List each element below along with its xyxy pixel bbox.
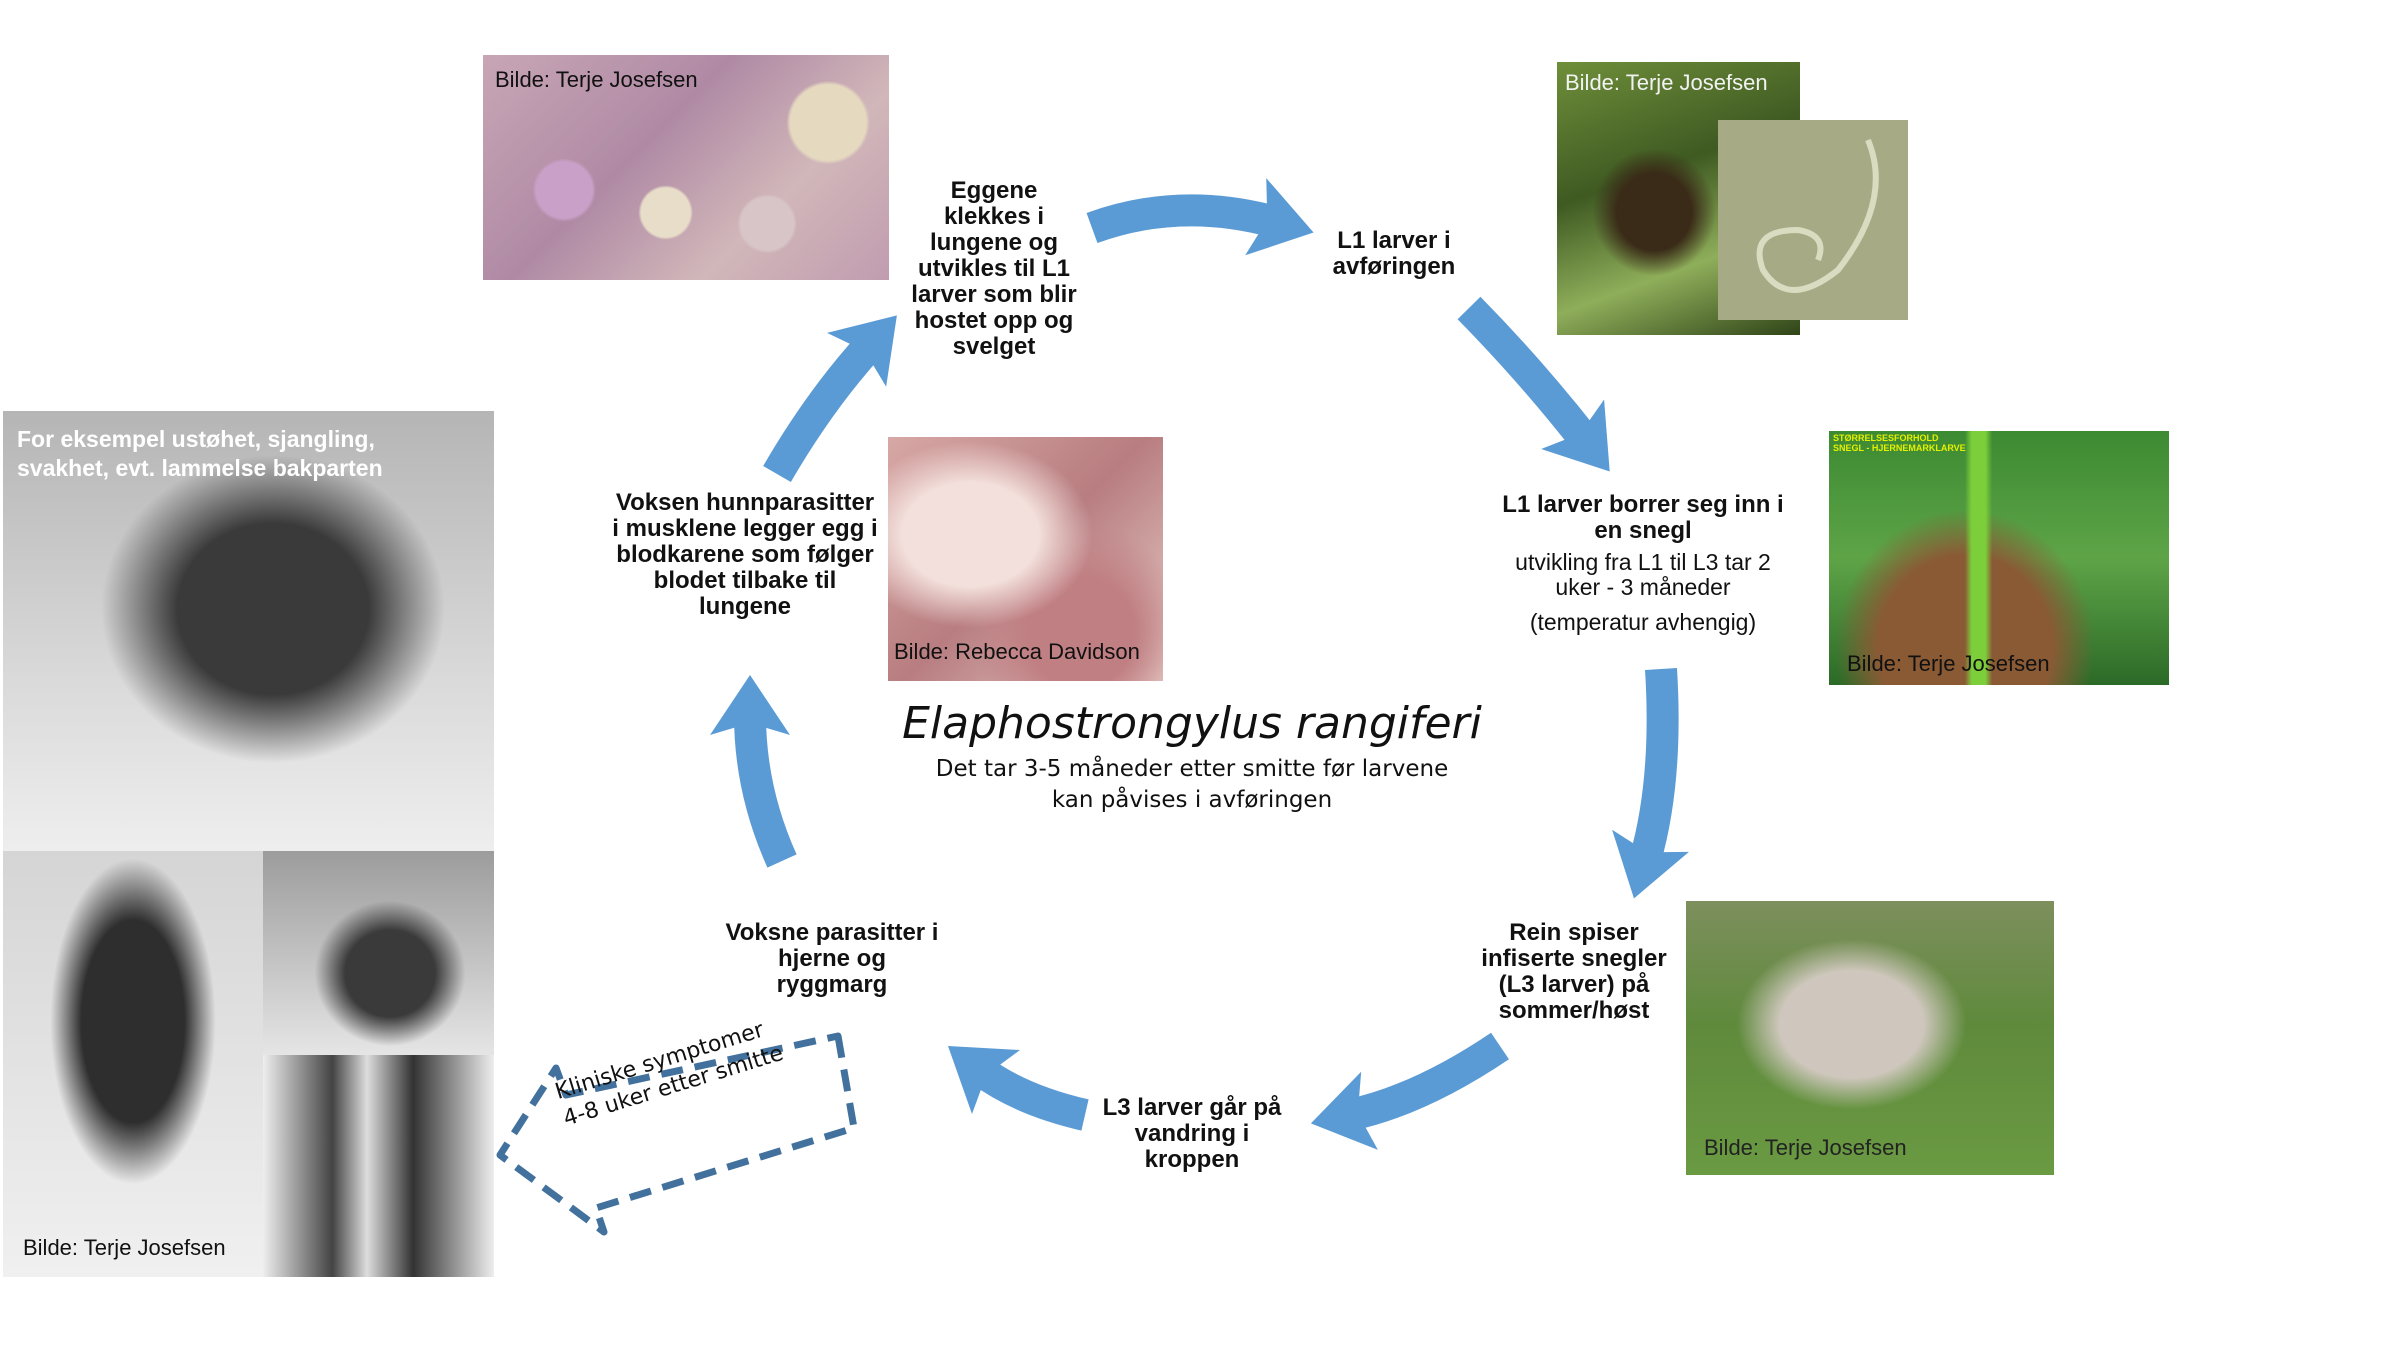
step-adults-brain: Voksne parasitter i hjerne og ryggmarg — [725, 919, 939, 998]
snail-size-label: STØRRELSESFORHOLD SNEGL - HJERNEMARKLARV… — [1833, 433, 1966, 453]
species-title: Elaphostrongylus rangiferi — [902, 698, 1482, 749]
arrow-reindeer-to-l3 — [1310, 1032, 1509, 1150]
step-l3-migrate: L3 larver går på vandring i kroppen — [1102, 1094, 1282, 1173]
step-eggs-hatch: Eggene klekkes i lungene og utvikles til… — [911, 177, 1077, 360]
snail-label-line: STØRRELSESFORHOLD — [1833, 433, 1939, 443]
arrow-l3-to-brain — [947, 1046, 1089, 1131]
species-subtitle: Det tar 3-5 måneder etter smitte før lar… — [936, 754, 1448, 816]
photo-credit: Bilde: Terje Josefsen — [1847, 651, 2050, 676]
step-reindeer-eats: Rein spiser infiserte snegler (L3 larver… — [1481, 919, 1667, 1024]
larva-microscope-photo — [1718, 120, 1908, 320]
photo-credit: Bilde: Rebecca Davidson — [894, 639, 1140, 664]
sick-reindeer-photo-4 — [263, 1055, 494, 1277]
arrow-brain-to-female — [710, 675, 797, 868]
snail-label-line: SNEGL - HJERNEMARKLARVE — [1833, 443, 1966, 453]
arrow-eggs-to-feces — [1086, 178, 1314, 256]
photo-credit: Bilde: Terje Josefsen — [495, 67, 698, 92]
step-l1-snail: L1 larver borrer seg inn i en snegl utvi… — [1498, 492, 1788, 635]
step-l1-snail-development: utvikling fra L1 til L3 tar 2 uker - 3 m… — [1515, 549, 1771, 600]
grazing-reindeer-photo: Bilde: Terje Josefsen — [1686, 901, 2054, 1175]
step-female-eggs: Voksen hunnparasitter i musklene legger … — [612, 489, 878, 620]
step-l1-feces: L1 larver i avføringen — [1332, 227, 1456, 280]
dashed-arrow-clinical-symptoms — [496, 1032, 858, 1236]
subtitle-line: kan påvises i avføringen — [1051, 787, 1333, 813]
subtitle-line: Det tar 3-5 måneder etter smitte før lar… — [935, 756, 1449, 782]
photo-credit: Bilde: Terje Josefsen — [1704, 1135, 1907, 1160]
photo-credit: Bilde: Terje Josefsen — [23, 1235, 226, 1260]
lung-tissue-photo: Bilde: Terje Josefsen — [483, 55, 889, 280]
sick-reindeer-photo-3 — [263, 851, 494, 1055]
arrow-feces-to-snail — [1457, 296, 1610, 472]
step-l1-snail-title: L1 larver borrer seg inn i en snegl — [1502, 491, 1784, 544]
snail-photo: STØRRELSESFORHOLD SNEGL - HJERNEMARKLARV… — [1829, 431, 2169, 685]
photo-credit: Bilde: Terje Josefsen — [1565, 70, 1768, 95]
larva-shape — [1756, 138, 1879, 293]
step-l1-snail-temperature: (temperatur avhengig) — [1529, 609, 1757, 635]
arrow-female-to-eggs — [763, 315, 897, 483]
sick-reindeer-photo-2: Bilde: Terje Josefsen — [3, 851, 263, 1277]
sick-reindeer-main-photo: For eksempel ustøhet, sjangling, svakhet… — [3, 411, 494, 851]
muscle-tissue-photo: Bilde: Rebecca Davidson — [888, 437, 1163, 681]
symptoms-caption: For eksempel ustøhet, sjangling, svakhet… — [17, 426, 383, 481]
arrow-snail-to-reindeer — [1612, 667, 1689, 899]
